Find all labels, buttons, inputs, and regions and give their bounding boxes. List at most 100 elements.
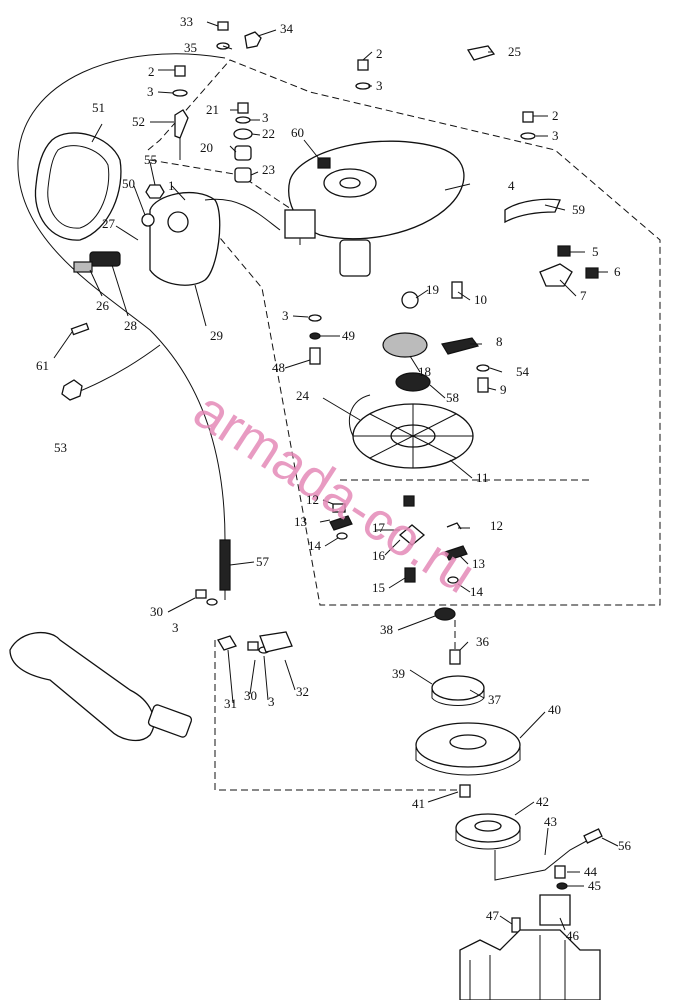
connector-56 [583, 828, 603, 844]
part-26 [73, 261, 93, 273]
bolt-15 [404, 567, 416, 583]
callout: 51 [92, 100, 105, 115]
bolt-21 [237, 102, 249, 114]
callout: 38 [380, 622, 393, 637]
stator-center [474, 820, 502, 832]
callout: 57 [256, 554, 270, 569]
callout: 47 [486, 908, 500, 923]
starter-hub-center [339, 177, 361, 189]
callout: 61 [36, 358, 49, 373]
callout: 13 [472, 556, 485, 571]
callout: 28 [124, 318, 137, 333]
bracket-32 [259, 631, 293, 653]
bracket-52 [174, 109, 189, 139]
callout: 12 [306, 492, 319, 507]
crankcase-top [459, 929, 601, 1000]
callout: 32 [296, 684, 309, 699]
washer-3c [355, 82, 371, 90]
callout: 59 [572, 202, 585, 217]
bolt-9 [477, 377, 489, 393]
callout: 50 [122, 176, 135, 191]
clip-34 [244, 31, 262, 49]
callout: 3 [147, 84, 154, 99]
pulley-spokes [353, 404, 473, 468]
bolt-44 [554, 865, 566, 879]
callout: 25 [508, 44, 521, 59]
washer-14a [336, 532, 348, 540]
callout: 6 [614, 264, 621, 279]
callout: 14 [470, 584, 484, 599]
guide-16 [398, 524, 426, 546]
callout: 45 [588, 878, 601, 893]
callout: 55 [144, 152, 157, 167]
callout: 30 [244, 688, 257, 703]
spring-58 [395, 372, 431, 392]
ring-49 [309, 332, 321, 340]
wire-29 [204, 198, 281, 231]
bolt-2b [357, 59, 369, 71]
callout: 22 [262, 126, 275, 141]
callout: 2 [376, 46, 383, 61]
washer-14b [447, 576, 459, 584]
pawl-8 [441, 337, 480, 355]
cable-lead [69, 344, 161, 396]
callout: 21 [206, 102, 219, 117]
washer-3d [520, 132, 536, 140]
nut-38 [434, 607, 456, 621]
assembly-boundary-lower [214, 640, 460, 791]
pin-10 [451, 281, 463, 299]
callout: 56 [618, 838, 632, 853]
callout: 54 [516, 364, 530, 379]
connector-53 [61, 379, 83, 401]
spring-5 [557, 245, 571, 257]
nut-55 [145, 184, 165, 199]
callout: 2 [148, 64, 155, 79]
assembly-boundary-main [147, 59, 661, 606]
wire-43 [494, 837, 593, 881]
callout: 3 [262, 110, 269, 125]
bolt-30b [247, 641, 259, 651]
bolt-2a [174, 65, 186, 77]
callout: 27 [102, 216, 116, 231]
crankcase-ribs [469, 935, 566, 1000]
housing-29 [149, 192, 221, 286]
bolt-33 [217, 21, 229, 31]
washer-22 [233, 128, 253, 140]
callout: 39 [392, 666, 405, 681]
callout: 3 [172, 620, 179, 635]
washer-3b [235, 116, 251, 124]
callout: 8 [496, 334, 503, 349]
callout: 29 [210, 328, 223, 343]
starter-boss [339, 239, 371, 277]
rope-24 [348, 394, 371, 437]
callout: 58 [446, 390, 459, 405]
strip-59 [504, 198, 561, 224]
callout: 41 [412, 796, 425, 811]
callout: 18 [418, 364, 431, 379]
bolt-36 [449, 649, 461, 665]
plate-18 [382, 332, 428, 358]
grommet-20 [234, 145, 252, 161]
washer-3a [172, 89, 188, 97]
spring-12b [446, 522, 462, 530]
flywheel-rim [415, 745, 521, 776]
cable-sheath-57 [219, 539, 231, 591]
callout: 9 [500, 382, 507, 397]
mount-bracket [284, 209, 316, 239]
callout: 10 [474, 292, 487, 307]
callout: 4 [508, 178, 515, 193]
callout: 40 [548, 702, 561, 717]
callout: 30 [150, 604, 163, 619]
flywheel-hub [449, 734, 487, 750]
clip-61 [70, 322, 90, 336]
cup-37 [431, 675, 485, 701]
bolt-2c [522, 111, 534, 123]
callout: 5 [592, 244, 599, 259]
callout: 7 [580, 288, 587, 303]
callout: 11 [476, 470, 489, 485]
callout: 19 [426, 282, 439, 297]
throttle-grip [147, 704, 193, 738]
callout: 34 [280, 21, 294, 36]
